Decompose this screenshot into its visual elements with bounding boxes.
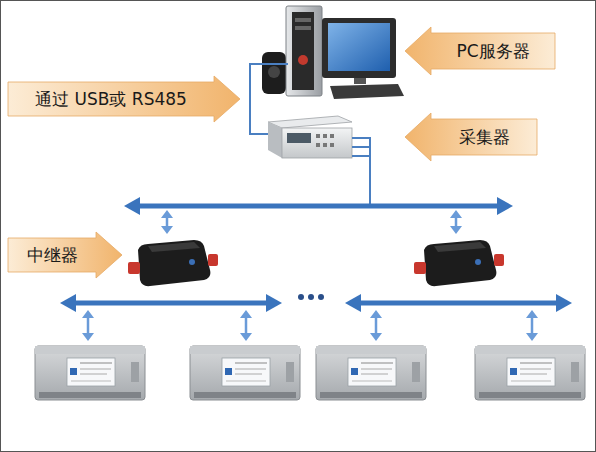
dot [298,294,304,300]
bus-drop-wire [369,137,371,204]
collector-key [316,134,320,138]
arrow-head [161,210,173,218]
link-arrow [161,210,173,234]
arrow-head [526,333,538,341]
monitor [322,18,396,78]
drive-bay [295,18,311,22]
arrow-head [82,310,94,318]
power-button [298,55,308,65]
callout-label: 通过 USB或 RS485 [35,88,187,111]
collector-key [330,134,334,138]
device-illustration [190,346,300,400]
callout-arrow-outline [8,76,240,122]
collector-side [268,122,282,158]
speaker [262,52,286,94]
callout-arrow: 采集器 [405,113,537,161]
callout-arrow-outline [405,113,537,161]
collector-port-wire [352,146,371,148]
ellipsis-dots [298,294,324,300]
link-line [531,315,534,336]
link-arrow [240,310,252,341]
link-arrow [82,310,94,341]
callout-label: 采集器 [459,126,510,149]
speaker-cone [268,66,280,78]
collector-port-wire [352,155,371,157]
keyboard [330,84,404,99]
callout-arrow: PC服务器 [405,27,555,75]
arrow-head [60,294,76,312]
sub-bus-arrow [60,294,282,312]
callout-arrow-outline [8,232,122,278]
arrow-head [370,310,382,318]
arrow-head [161,226,173,234]
collector-display [287,133,311,143]
arrow-head [345,294,361,312]
link-arrow [370,310,382,341]
device-illustration [475,346,585,400]
arrow-head [450,226,462,234]
collector-key [330,143,334,147]
link-line [245,315,248,336]
pc-server-illustration [262,6,404,99]
arrow-head [556,294,572,312]
callout-text-area: PC服务器 [431,27,555,75]
callout-text-area: 中继器 [8,232,96,278]
dot [318,294,324,300]
collector-front [282,128,352,158]
arrow-head [497,197,513,215]
drive-bay [295,26,311,30]
callout-arrow-outline [405,27,555,75]
sub-bus-arrow [345,294,572,312]
arrow-head [82,333,94,341]
collector-key [316,143,320,147]
monitor-stand [354,78,366,84]
arrow-head [240,310,252,318]
bus-line [136,204,501,209]
bus-line [72,301,270,306]
collector-key [323,134,327,138]
collector-top [268,116,352,128]
callout-arrow: 通过 USB或 RS485 [8,76,240,122]
device-illustration [316,346,426,400]
collector-illustration [268,116,352,158]
bus-line [357,301,560,306]
collector-port-wire [352,137,371,139]
link-arrow [450,210,462,234]
repeater-illustration [128,240,218,286]
pc-tower [286,6,322,96]
tower-front [292,12,314,90]
link-line [375,315,378,336]
repeater-illustration [414,240,504,286]
link-line [87,315,90,336]
arrow-head [370,333,382,341]
arrow-head [266,294,282,312]
collector-key [323,143,327,147]
arrow-head [240,333,252,341]
callout-arrow: 中继器 [8,232,122,278]
dot [308,294,314,300]
usb-wire [250,64,288,134]
arrow-head [124,197,140,215]
device-illustration [35,346,145,400]
callout-text-area: 通过 USB或 RS485 [8,76,214,122]
callout-label: 中继器 [27,244,78,267]
monitor-screen [328,23,390,71]
arrow-head [526,310,538,318]
link-arrow [526,310,538,341]
callout-label: PC服务器 [456,40,529,63]
callout-text-area: 采集器 [431,113,537,161]
arrow-head [450,210,462,218]
